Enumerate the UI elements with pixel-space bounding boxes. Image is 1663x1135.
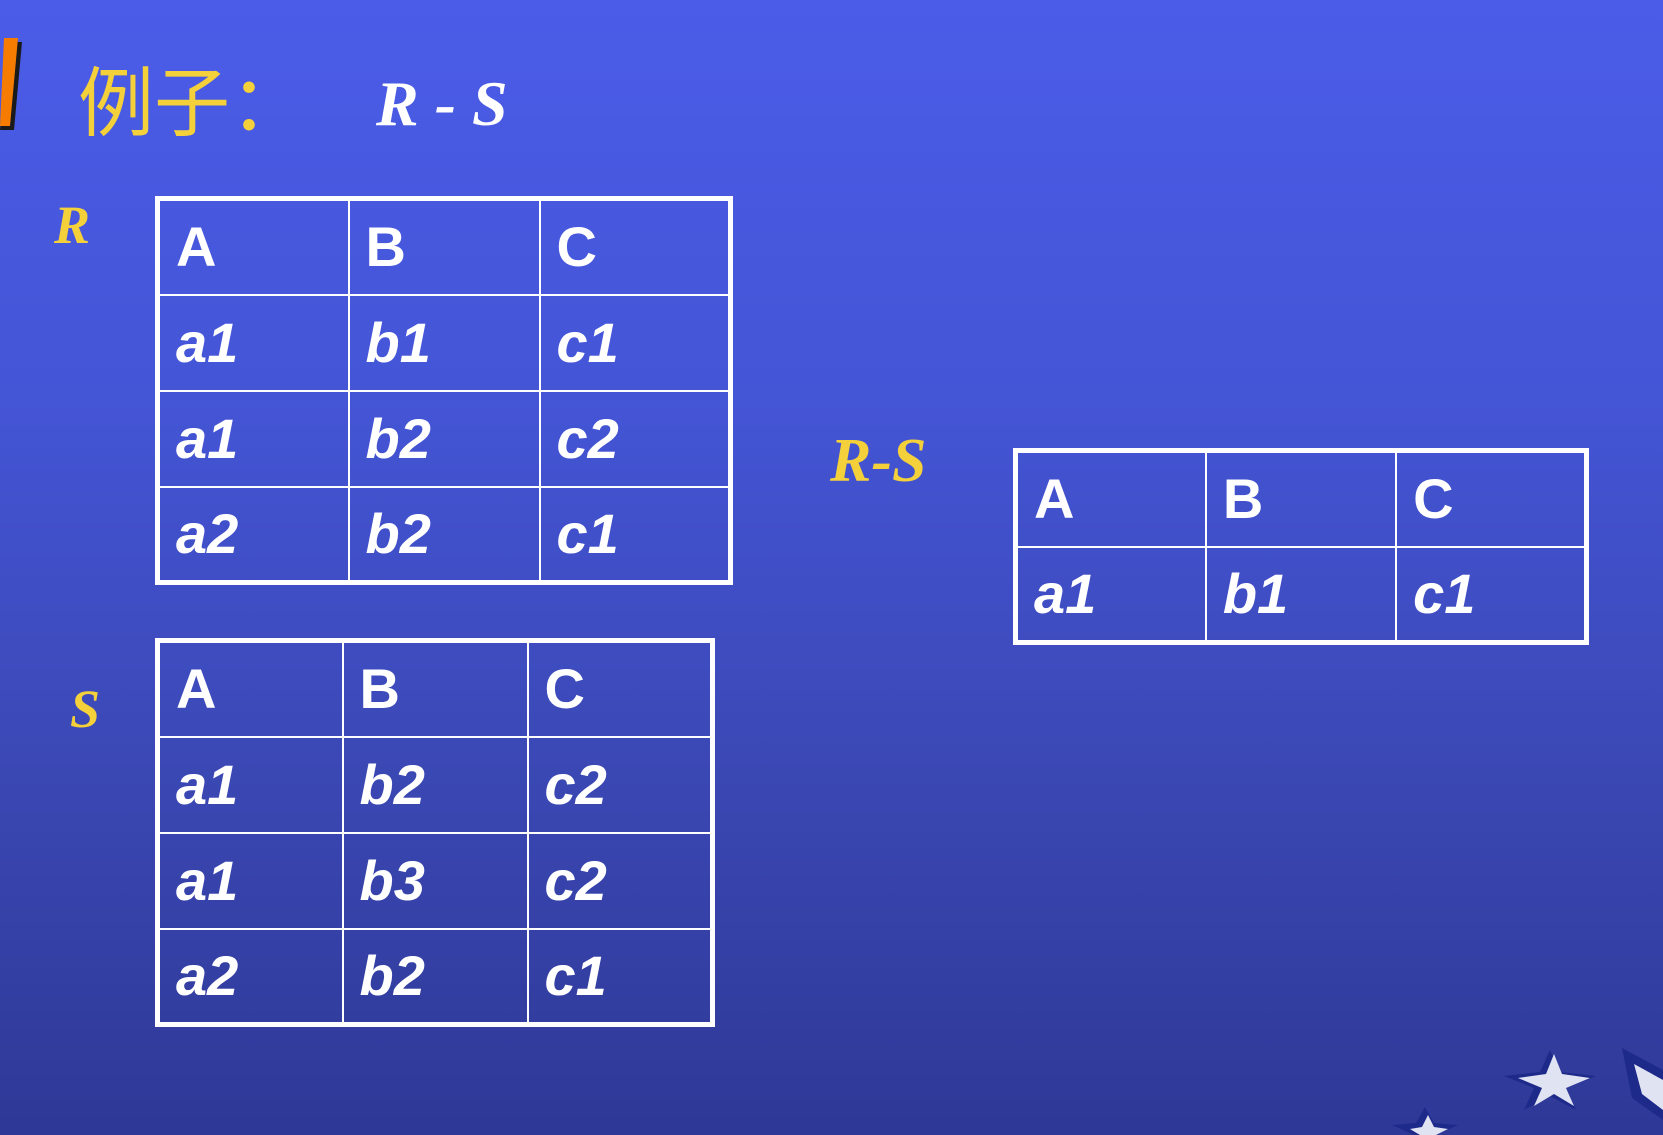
- table-cell: a1: [156, 831, 344, 930]
- table-cell: b2: [347, 389, 541, 488]
- table-cell: a1: [156, 293, 350, 392]
- table-row: a2 b2 c1: [156, 927, 714, 1026]
- table-cell: b1: [1204, 545, 1398, 644]
- column-header: A: [156, 639, 344, 738]
- star-icon: [1504, 1050, 1596, 1110]
- title-expression: R - S: [376, 68, 508, 139]
- column-header: C: [538, 197, 732, 296]
- table-row: a1 b3 c2: [156, 831, 714, 930]
- table-row: a1 b2 c2: [156, 735, 714, 834]
- table-cell: a1: [1014, 545, 1207, 644]
- relation-r-label: R: [54, 195, 91, 255]
- column-header: B: [347, 197, 541, 296]
- slash-mark-icon: [0, 38, 22, 130]
- column-header: B: [341, 639, 529, 738]
- table-row: a1 b2 c2: [156, 389, 732, 488]
- title-chinese: 例子：: [78, 59, 306, 148]
- table-row: a1 b1 c1: [156, 293, 732, 392]
- relation-s-table: A B C a1 b2 c2 a1 b3 c2 a2 b2 c1: [155, 638, 715, 1027]
- column-header: A: [1014, 449, 1207, 548]
- table-cell: c2: [526, 831, 714, 930]
- column-header: C: [526, 639, 714, 738]
- table-header-row: A B C: [156, 639, 714, 738]
- star-icon: [1622, 1048, 1663, 1120]
- table-cell: a1: [156, 735, 344, 834]
- table-cell: a1: [156, 389, 350, 488]
- table-row: a1 b1 c1: [1014, 545, 1588, 644]
- slide-title: 例子： R - S: [78, 54, 508, 154]
- table-cell: a2: [156, 927, 344, 1026]
- star-icon: [1392, 1107, 1458, 1135]
- relation-rs-table: A B C a1 b1 c1: [1013, 448, 1589, 645]
- column-header: A: [156, 197, 350, 296]
- table-cell: c1: [538, 293, 732, 392]
- column-header: B: [1204, 449, 1398, 548]
- table-row: a2 b2 c1: [156, 485, 732, 584]
- table-cell: c2: [526, 735, 714, 834]
- table-cell: b2: [341, 735, 529, 834]
- table-header-row: A B C: [1014, 449, 1588, 548]
- table-cell: b3: [341, 831, 529, 930]
- table-cell: c2: [538, 389, 732, 488]
- table-cell: b1: [347, 293, 541, 392]
- table-cell: c1: [538, 485, 732, 584]
- table-cell: b2: [347, 485, 541, 584]
- table-header-row: A B C: [156, 197, 732, 296]
- table-cell: a2: [156, 485, 350, 584]
- table-cell: b2: [341, 927, 529, 1026]
- relation-r-table: A B C a1 b1 c1 a1 b2 c2 a2 b2 c1: [155, 196, 733, 585]
- table-cell: c1: [1395, 545, 1588, 644]
- relation-s-label: S: [70, 679, 101, 739]
- table-cell: c1: [526, 927, 714, 1026]
- column-header: C: [1395, 449, 1588, 548]
- relation-rs-label: R-S: [830, 427, 927, 495]
